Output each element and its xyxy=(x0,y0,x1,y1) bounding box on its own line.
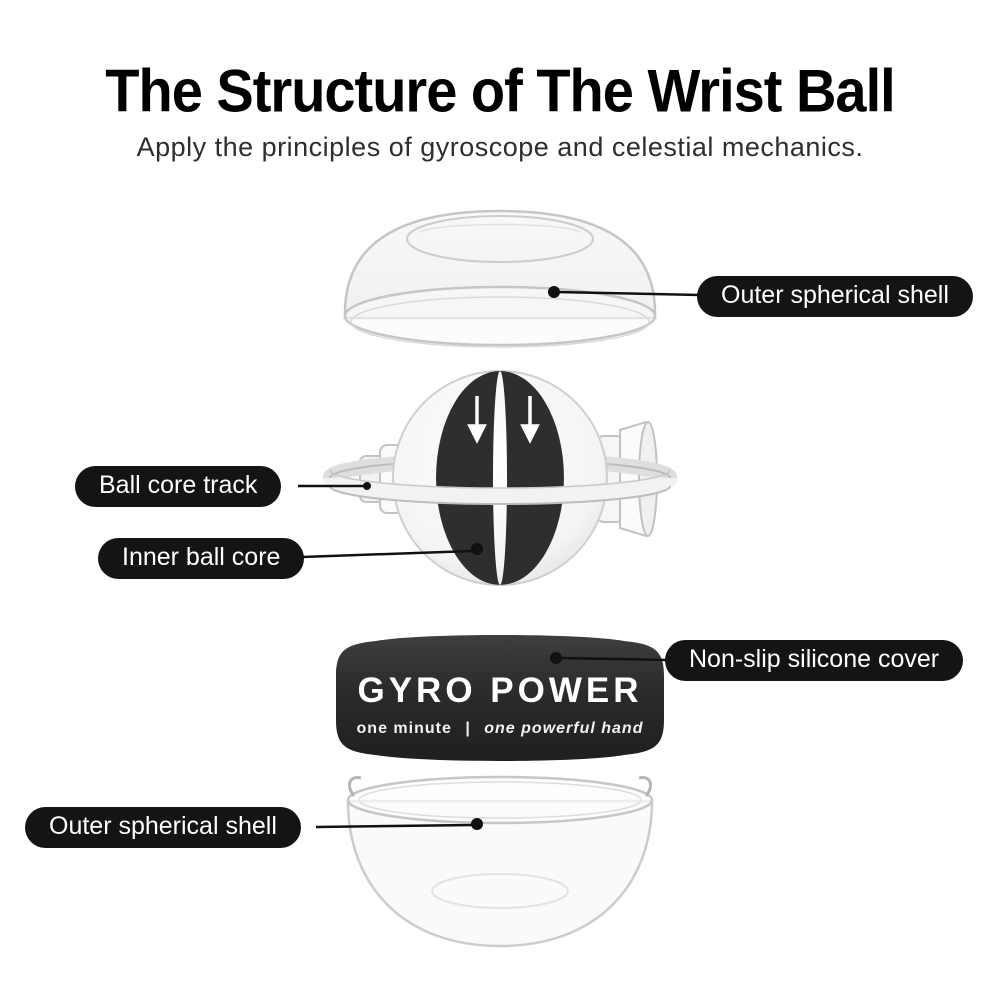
callout-connectors xyxy=(298,290,701,829)
outer-shell-top-dome xyxy=(343,209,657,348)
silicone-cover: GYRO POWER one minute | one powerful han… xyxy=(336,635,664,761)
bowl-hook-right xyxy=(638,776,652,797)
tagline-left: one minute xyxy=(357,720,452,737)
label-non-slip-silicone-cover: Non-slip silicone cover xyxy=(665,640,964,681)
connector-dot xyxy=(548,286,560,298)
spin-direction-arrows xyxy=(467,396,540,444)
connector-dot xyxy=(550,652,562,664)
cover-tagline: one minute | one powerful hand xyxy=(357,720,644,737)
outer-shell-bottom-bowl xyxy=(346,775,654,948)
tagline-right: one powerful hand xyxy=(484,720,643,737)
label-outer-spherical-shell-bottom: Outer spherical shell xyxy=(25,807,301,848)
connector-dot xyxy=(363,482,371,490)
cover-brand-text: GYRO POWER xyxy=(357,671,642,710)
ball-core-assembly xyxy=(322,370,678,586)
label-ball-core-track: Ball core track xyxy=(75,466,282,507)
connector-dots xyxy=(363,286,562,830)
connector-dot xyxy=(471,543,483,555)
bowl-hook-left xyxy=(348,776,362,797)
label-inner-ball-core: Inner ball core xyxy=(98,538,305,579)
page-subtitle: Apply the principles of gyroscope and ce… xyxy=(136,132,864,162)
page-title: The Structure of The Wrist Ball xyxy=(105,56,895,125)
label-outer-spherical-shell-top: Outer spherical shell xyxy=(697,276,973,317)
connector-dot xyxy=(471,818,483,830)
tagline-separator: | xyxy=(465,720,470,737)
